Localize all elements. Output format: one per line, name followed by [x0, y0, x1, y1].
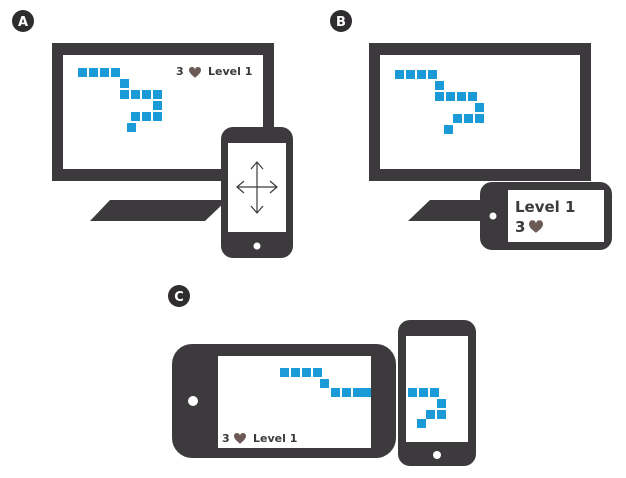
- badge-a-label: A: [18, 15, 28, 30]
- panel-b: B Level 1 3: [330, 10, 612, 250]
- four-way-arrow-icon: [236, 161, 278, 214]
- badge-b-label: B: [336, 15, 346, 30]
- phone-c-landscape-home-button: [188, 396, 198, 406]
- lives-c: 3: [222, 432, 230, 445]
- level-c: Level 1: [253, 432, 297, 445]
- phone-a: [221, 127, 293, 258]
- phone-a-home-button: [253, 242, 261, 250]
- badge-c: [168, 285, 190, 307]
- lives-a: 3: [176, 65, 184, 78]
- heart-icon: [234, 433, 246, 444]
- badge-b: [330, 10, 352, 32]
- badge-a: [12, 10, 34, 32]
- snake-b: [395, 70, 484, 134]
- snake-a: [78, 68, 162, 132]
- phone-b: Level 1 3: [480, 182, 612, 250]
- level-b: Level 1: [515, 198, 575, 216]
- monitor-b-stand: [408, 200, 500, 221]
- lives-b: 3: [515, 218, 525, 236]
- phone-b-screen: [508, 190, 604, 242]
- level-a: Level 1: [208, 65, 252, 78]
- phone-c-portrait-home-button: [433, 451, 441, 459]
- heart-icon: [189, 67, 201, 78]
- panel-c: C 3 Level 1: [168, 285, 476, 466]
- heart-icon: [529, 220, 543, 233]
- phone-b-home-button: [489, 212, 497, 220]
- panel-a: A 3 Level 1: [12, 10, 293, 258]
- monitor-a-stand: [90, 200, 227, 221]
- snake-c-part1: [280, 368, 371, 397]
- badge-c-label: C: [174, 290, 184, 305]
- snake-c-part2: [408, 388, 446, 428]
